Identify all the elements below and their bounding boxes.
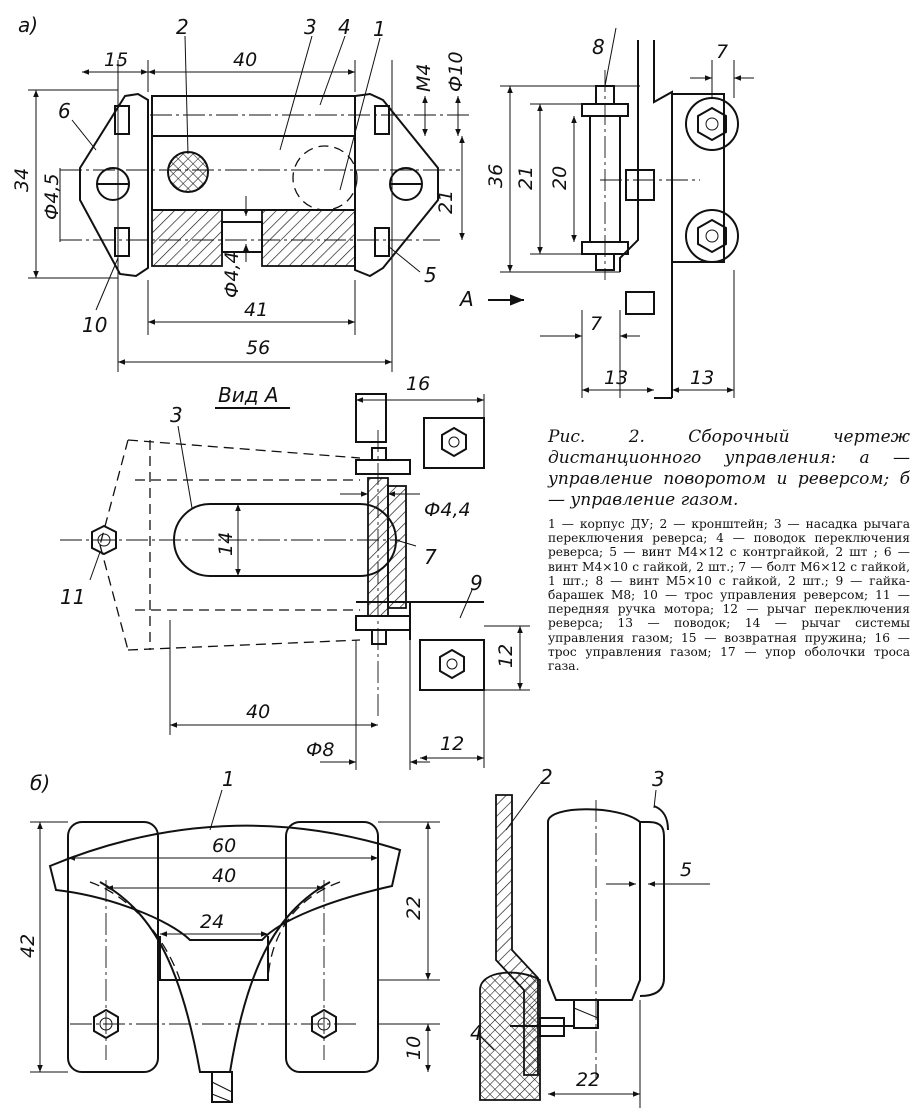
callout-3-b: 3 <box>652 767 665 791</box>
dim-m4: M4 <box>413 64 435 92</box>
upper-bracket-tab <box>355 393 387 443</box>
caption-legend: 1 — корпус ДУ; 2 — кронштейн; 3 — насадк… <box>548 517 910 674</box>
fig-b-front-view: б) 60 40 24 42 22 10 1 <box>17 767 440 1103</box>
dim-22-side: 22 <box>576 1069 600 1091</box>
tube-section-right <box>261 209 356 267</box>
lever-nozzle <box>151 135 356 211</box>
housing-left-pocket <box>67 821 159 1073</box>
callout-3: 3 <box>304 15 317 39</box>
dim-phi-4-4-view: Ф4,4 <box>424 499 471 521</box>
left-plate <box>79 92 149 278</box>
dim-24: 24 <box>200 911 224 933</box>
arrow-label-a: А <box>458 287 474 311</box>
callout-4-b: 4 <box>470 1021 483 1045</box>
cable-end <box>573 999 599 1029</box>
dim-41: 41 <box>244 299 268 321</box>
section-label-a: а) <box>18 13 38 37</box>
dim-13-left: 13 <box>604 367 628 389</box>
dim-13-right: 13 <box>690 367 714 389</box>
reverse-lever-link <box>151 95 356 137</box>
dim-14: 14 <box>215 532 237 556</box>
pulley-lower <box>685 209 739 263</box>
nut-upper-left <box>114 105 130 135</box>
section-label-b: б) <box>30 771 50 795</box>
callout-9: 9 <box>470 571 483 595</box>
dim-34: 34 <box>11 168 33 192</box>
callout-11: 11 <box>60 585 85 609</box>
bolt-lower <box>625 291 655 315</box>
dim-22-b: 22 <box>403 896 425 920</box>
callout-4: 4 <box>338 15 351 39</box>
callout-1: 1 <box>373 17 386 41</box>
dim-16: 16 <box>406 373 430 395</box>
nut-lower-left <box>114 227 130 257</box>
upper-nut-block <box>423 417 485 469</box>
nut-lower-right <box>374 227 390 257</box>
dim-12-horizontal: 12 <box>440 733 464 755</box>
right-plate <box>354 92 439 278</box>
dim-phi-4-5: Ф4,5 <box>41 173 63 220</box>
housing-center <box>159 936 269 981</box>
callout-3-view: 3 <box>170 403 183 427</box>
return-spring-outer <box>639 821 665 997</box>
caption-title: Рис. 2. Сборочный чертеж дистанционного … <box>548 427 910 510</box>
gas-lever-body <box>547 808 641 1001</box>
bracket-inner <box>619 40 639 272</box>
housing-right-pocket <box>285 821 379 1073</box>
tube-section-left <box>151 209 223 267</box>
callout-1-b: 1 <box>222 767 235 791</box>
dim-15: 15 <box>104 49 128 71</box>
fig-a-top-view: а) <box>11 13 470 372</box>
bracket-section <box>167 151 209 193</box>
nut-upper-right <box>374 105 390 135</box>
dim-21-side: 21 <box>515 166 537 190</box>
dim-56: 56 <box>246 337 270 359</box>
dim-40-view: 40 <box>246 701 270 723</box>
pulley-upper <box>685 97 739 151</box>
callout-2-b: 2 <box>540 765 553 789</box>
fig-a-side-view: 36 21 20 7 7 13 13 8 А <box>458 27 754 399</box>
callout-8: 8 <box>592 35 605 59</box>
pulley-bracket <box>671 93 725 263</box>
dim-phi-8: Ф8 <box>306 739 334 761</box>
dim-36: 36 <box>485 164 507 188</box>
fig-b-side-view: 5 22 2 3 4 <box>470 765 710 1108</box>
tube-gap <box>221 221 263 253</box>
dim-40: 40 <box>233 49 257 71</box>
dim-40-b: 40 <box>212 865 236 887</box>
dim-60: 60 <box>212 835 236 857</box>
cable-stop-section <box>479 971 541 1101</box>
cable-stub <box>211 1071 233 1103</box>
dim-5: 5 <box>680 859 692 881</box>
sleeve-section <box>387 485 407 609</box>
dim-20: 20 <box>549 166 571 190</box>
callout-7: 7 <box>424 545 437 569</box>
dim-10: 10 <box>403 1036 425 1060</box>
dim-21: 21 <box>435 190 457 214</box>
dim-phi-4-4: Ф4,4 <box>221 251 243 298</box>
dim-phi-10: Ф10 <box>445 51 467 92</box>
figure-caption: Рис. 2. Сборочный чертеж дистанционного … <box>548 427 910 673</box>
dim-42: 42 <box>17 934 39 958</box>
view-a-title: Вид А <box>218 383 279 407</box>
lower-plate <box>355 615 411 631</box>
dim-7-top: 7 <box>716 41 728 63</box>
housing-top <box>48 824 402 941</box>
callout-6: 6 <box>58 99 71 123</box>
front-handle-nut <box>91 524 117 556</box>
upper-plate <box>355 459 411 475</box>
bracket-outer <box>653 40 673 398</box>
dim-7-bottom: 7 <box>590 313 602 335</box>
bolt-middle <box>625 169 655 201</box>
dim-12-vertical: 12 <box>495 644 517 668</box>
housing-hidden-outline <box>292 145 358 211</box>
callout-2: 2 <box>176 15 189 39</box>
view-a: Вид А 16 14 Ф <box>60 373 530 770</box>
wing-nut-block <box>419 639 485 691</box>
callout-10: 10 <box>82 313 107 337</box>
callout-5: 5 <box>424 263 437 287</box>
